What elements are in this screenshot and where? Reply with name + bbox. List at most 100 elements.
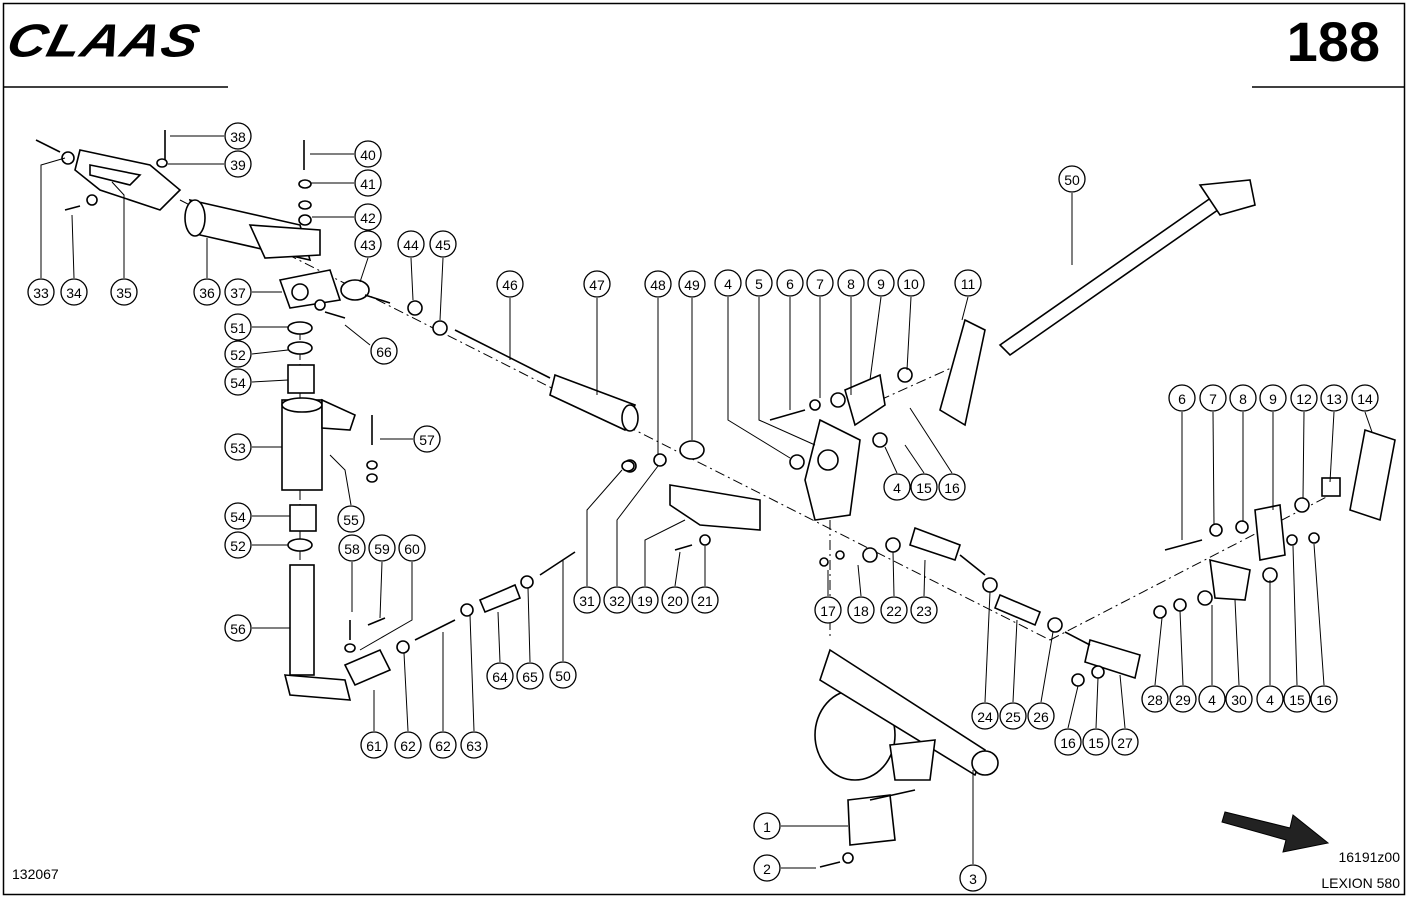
callout-10: 10 xyxy=(897,269,925,297)
leader-line-22 xyxy=(892,551,895,597)
callout-label: 40 xyxy=(360,147,376,163)
callout-label: 42 xyxy=(360,210,376,226)
callout-label: 5 xyxy=(755,276,763,292)
callout-label: 62 xyxy=(400,738,416,754)
callout-25: 25 xyxy=(999,702,1027,730)
callout-label: 54 xyxy=(230,509,246,525)
callout-52: 52 xyxy=(224,340,252,368)
callout-12: 12 xyxy=(1290,384,1318,412)
leader-line-12 xyxy=(1302,411,1305,499)
leader-line-25 xyxy=(1012,619,1018,703)
callout-label: 51 xyxy=(230,320,246,336)
leader-line-52 xyxy=(251,349,289,355)
callout-label: 46 xyxy=(502,277,518,293)
leader-line-29 xyxy=(1179,610,1184,686)
callout-37: 37 xyxy=(224,278,252,306)
callout-36: 36 xyxy=(193,278,221,306)
callout-66: 66 xyxy=(370,337,398,365)
callout-label: 62 xyxy=(435,738,451,754)
leader-line-32 xyxy=(616,465,659,586)
callout-27: 27 xyxy=(1111,728,1139,756)
leader-line-27 xyxy=(1119,674,1126,729)
leader-line-16 xyxy=(909,407,953,474)
callout-32: 32 xyxy=(603,586,631,614)
callout-54: 54 xyxy=(224,502,252,530)
callout-50: 50 xyxy=(1058,165,1086,193)
callout-label: 22 xyxy=(886,603,902,619)
callout-53: 53 xyxy=(224,433,252,461)
callout-61: 61 xyxy=(360,731,388,759)
callout-54: 54 xyxy=(224,368,252,396)
leader-line-31 xyxy=(586,469,623,586)
callout-label: 45 xyxy=(435,237,451,253)
leader-line-28 xyxy=(1154,617,1163,686)
callout-label: 52 xyxy=(230,347,246,363)
callout-label: 63 xyxy=(466,738,482,754)
leader-line-10 xyxy=(906,296,912,371)
callout-4: 4 xyxy=(714,269,742,297)
callout-label: 14 xyxy=(1357,391,1373,407)
callout-9: 9 xyxy=(867,269,895,297)
callout-18: 18 xyxy=(847,596,875,624)
callout-label: 65 xyxy=(522,669,538,685)
callout-47: 47 xyxy=(583,270,611,298)
callout-64: 64 xyxy=(486,662,514,690)
callout-label: 4 xyxy=(1266,692,1274,708)
leader-line-16 xyxy=(1313,543,1325,686)
callout-label: 11 xyxy=(961,276,976,292)
callout-label: 9 xyxy=(1269,391,1277,407)
callout-3: 3 xyxy=(959,864,987,892)
leader-line-23 xyxy=(923,559,926,597)
callout-2: 2 xyxy=(753,854,781,882)
leader-line-20 xyxy=(674,551,681,587)
leader-line-26 xyxy=(1040,631,1054,703)
callout-label: 57 xyxy=(419,432,435,448)
callout-label: 2 xyxy=(763,861,771,877)
callout-label: 12 xyxy=(1296,391,1312,407)
leader-line-5 xyxy=(758,297,816,446)
callout-15: 15 xyxy=(1283,685,1311,713)
callout-label: 3 xyxy=(969,871,977,887)
callout-8: 8 xyxy=(837,269,865,297)
leader-line-33 xyxy=(40,157,66,278)
callout-label: 25 xyxy=(1005,709,1021,725)
callout-22: 22 xyxy=(880,596,908,624)
callout-31: 31 xyxy=(573,586,601,614)
callout-label: 29 xyxy=(1175,692,1191,708)
callout-60: 60 xyxy=(398,534,426,562)
callout-label: 55 xyxy=(343,512,359,528)
document-number: 132067 xyxy=(12,866,59,882)
callout-label: 53 xyxy=(230,440,246,456)
callout-label: 16 xyxy=(944,480,960,496)
callout-49: 49 xyxy=(678,270,706,298)
callout-21: 21 xyxy=(691,586,719,614)
callout-50: 50 xyxy=(549,661,577,689)
callout-label: 20 xyxy=(667,593,683,609)
model-name: LEXION 580 xyxy=(1321,875,1400,891)
callout-label: 30 xyxy=(1231,692,1247,708)
callout-label: 38 xyxy=(230,129,246,145)
leader-line-34 xyxy=(71,214,75,279)
callout-label: 64 xyxy=(492,669,508,685)
callout-6: 6 xyxy=(776,269,804,297)
leader-line-64 xyxy=(497,611,501,663)
callout-19: 19 xyxy=(631,586,659,614)
callout-4: 4 xyxy=(1198,685,1226,713)
callout-label: 58 xyxy=(344,541,360,557)
page-number: 188 xyxy=(1286,10,1380,73)
callout-44: 44 xyxy=(397,230,425,258)
callout-label: 6 xyxy=(786,276,794,292)
callout-56: 56 xyxy=(224,614,252,642)
leader-line-4 xyxy=(727,297,791,459)
direction-arrow-icon xyxy=(1221,811,1330,853)
callout-5: 5 xyxy=(745,269,773,297)
leader-line-4 xyxy=(884,446,898,474)
callout-label: 37 xyxy=(230,285,246,301)
callout-15: 15 xyxy=(1082,728,1110,756)
callout-label: 43 xyxy=(360,237,376,253)
callout-label: 61 xyxy=(366,738,382,754)
callout-65: 65 xyxy=(516,662,544,690)
leader-line-16 xyxy=(1067,685,1079,729)
callout-15: 15 xyxy=(910,473,938,501)
